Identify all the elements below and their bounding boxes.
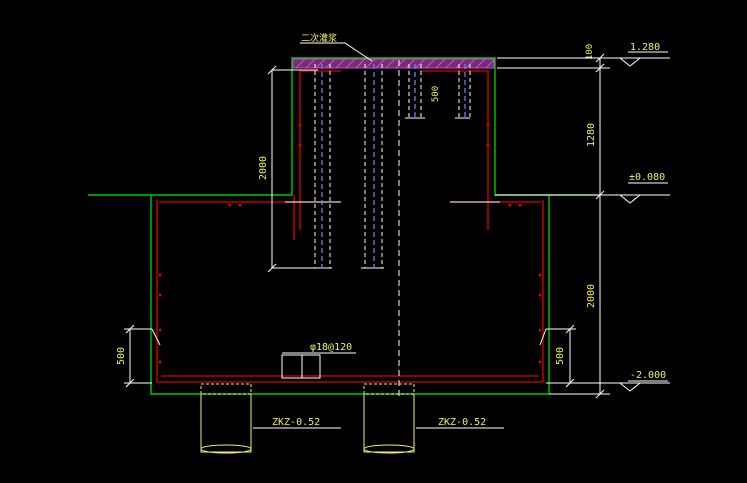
rebar-dots [158,123,542,364]
piles [200,383,415,454]
dim-100: 100 [585,44,595,60]
right-dimension-chain [495,53,670,399]
right-dimension-500 [539,324,576,388]
column-rebar-right [420,70,489,230]
base-rebar-outer [156,200,544,383]
column-rebar-left [299,70,341,230]
left-dimension-500 [124,324,161,388]
pile-label-group: ZKZ-0.52 ZKZ-0.52 [253,417,504,429]
anchor-bolts [314,64,471,268]
grout-note-label: 二次灌浆 [301,32,337,44]
grout-layer [292,58,495,69]
pile-cap-left [200,383,252,395]
elevation-marker-top: 1.280 [618,42,668,67]
rebar-cage [156,70,544,383]
pile-cap-right [363,383,415,395]
dim-2000-right: 2000 [586,284,597,308]
pile-right-body [363,394,415,453]
elev-ground-label: ±0.080 [629,172,665,183]
elevation-marker-ground: ±0.080 [618,172,668,204]
elevation-marker-bottom: -2.000 [618,370,668,392]
pile-label-left: ZKZ-0.52 [272,417,320,428]
rebar-note-group: φ18@120 [281,342,356,379]
white-guides [272,69,500,269]
dim-500-bolt: 500 [431,86,441,102]
elev-bottom-label: -2.000 [630,370,666,381]
dim-1280: 1280 [586,123,597,147]
left-dimension-2000 [267,65,277,273]
pile-left-body [200,394,252,453]
dim-500-left: 500 [116,347,127,365]
elev-top-label: 1.280 [630,42,660,53]
dim-500-right: 500 [555,347,566,365]
grout-label-group: 二次灌浆 [300,32,373,62]
dim-2000-left: 2000 [258,156,269,180]
rebar-note-label: φ18@120 [310,342,352,353]
pile-label-right: ZKZ-0.52 [438,417,486,428]
